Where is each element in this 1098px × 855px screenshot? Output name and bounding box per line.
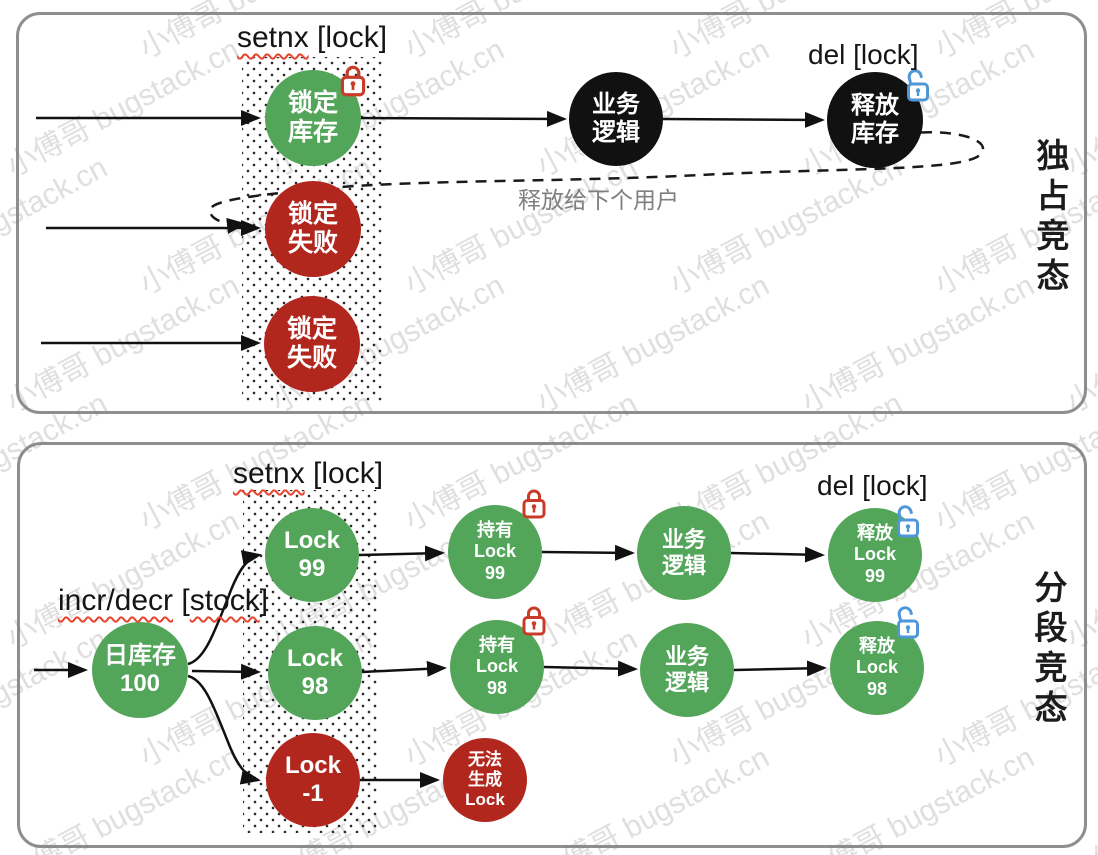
release-next-user-note: 释放给下个用户 bbox=[518, 187, 679, 213]
incr-decr-word: incr/decr bbox=[58, 584, 174, 617]
side-label-exclusive-race: 独占竞态 bbox=[1032, 138, 1069, 298]
node-lock-99: Lock 99 bbox=[265, 508, 359, 602]
setnx-lock-label-top: setnx [lock] bbox=[237, 21, 387, 55]
lock-closed-icon bbox=[340, 65, 366, 97]
node-business-logic: 业务 逻辑 bbox=[569, 72, 663, 166]
lock-closed-icon bbox=[522, 489, 546, 519]
node-daily-stock: 日库存 100 bbox=[92, 622, 188, 718]
stock-word: stock bbox=[189, 584, 260, 617]
del-lock-label-bottom: del [lock] bbox=[817, 470, 928, 501]
incr-decr-stock-label: incr/decr [stock] bbox=[58, 584, 269, 617]
setnx-rest: [lock] bbox=[304, 457, 384, 490]
side-label-segmented-race: 分段竞态 bbox=[1030, 570, 1067, 730]
lock-open-icon bbox=[897, 606, 919, 639]
node-business-logic-2: 业务 逻辑 bbox=[640, 623, 734, 717]
node-lock-neg1: Lock -1 bbox=[266, 733, 360, 827]
setnx-word: setnx bbox=[233, 457, 305, 490]
panel-exclusive-race bbox=[16, 12, 1087, 414]
lock-open-icon bbox=[897, 505, 919, 538]
setnx-word: setnx bbox=[237, 21, 309, 54]
lock-closed-icon bbox=[522, 606, 546, 636]
del-lock-label-top: del [lock] bbox=[808, 39, 919, 70]
node-lock-fail-1: 锁定 失败 bbox=[265, 181, 361, 277]
setnx-lock-label-bottom: setnx [lock] bbox=[233, 457, 383, 491]
node-lock-98: Lock 98 bbox=[268, 626, 362, 720]
panel-segmented-race bbox=[17, 442, 1087, 848]
node-lock-fail-2: 锁定 失败 bbox=[264, 296, 360, 392]
node-cannot-generate-lock: 无法 生成 Lock bbox=[443, 738, 527, 822]
node-business-logic-1: 业务 逻辑 bbox=[637, 506, 731, 600]
node-hold-lock-98: 持有 Lock 98 bbox=[450, 620, 544, 714]
lock-open-icon bbox=[907, 69, 929, 102]
setnx-rest: [lock] bbox=[308, 21, 388, 54]
node-hold-lock-99: 持有 Lock 99 bbox=[448, 505, 542, 599]
